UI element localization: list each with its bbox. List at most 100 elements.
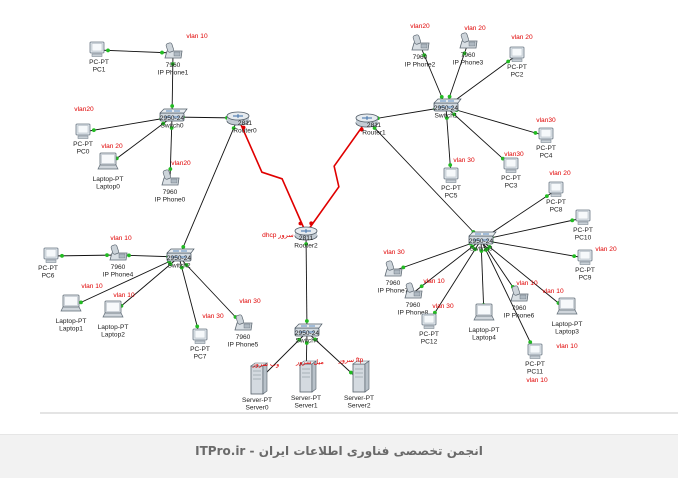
device-label: PC9 xyxy=(579,275,592,282)
pc-icon xyxy=(443,167,459,183)
laptop-icon xyxy=(473,303,495,321)
phone-icon xyxy=(234,314,253,331)
server-icon xyxy=(352,360,370,393)
port-indicator xyxy=(160,50,164,55)
device-label: PC-PT xyxy=(536,145,556,152)
device-label: 7960 xyxy=(236,334,251,341)
port-indicator xyxy=(105,253,109,258)
port-indicator xyxy=(462,51,467,56)
footer-bar: ITPro.ir - انجمن تخصصی فناوری اطلاعات ای… xyxy=(0,434,678,478)
port-indicator xyxy=(401,265,406,270)
device-label: Switch1 xyxy=(434,113,457,120)
port-indicator xyxy=(127,253,131,258)
pc-icon xyxy=(548,181,564,197)
annotation-vlan-pc12: vlan 30 xyxy=(432,303,454,310)
link-switch3-ipphone8 xyxy=(412,239,482,294)
device-label: IP Phone6 xyxy=(504,313,535,320)
device-label: Router1 xyxy=(362,130,386,137)
annotation-vlan-laptop1: vlan 10 xyxy=(81,283,103,290)
device-label: Laptop-PT xyxy=(98,324,129,331)
device-label: PC-PT xyxy=(190,346,210,353)
annotation-vlan-ipphone6: vlan 10 xyxy=(516,280,538,287)
annotation-vlan-pc9: vlan 20 xyxy=(595,246,617,253)
device-label: Router2 xyxy=(294,243,318,250)
switch-icon xyxy=(468,231,497,245)
annotation-vlan-pc11b: vlan 10 xyxy=(526,377,548,384)
link-switch3-pc11 xyxy=(480,239,536,353)
device-label: Server1 xyxy=(294,403,317,410)
device-label: IP Phone3 xyxy=(453,60,484,67)
link-switch1-pc4 xyxy=(445,106,547,137)
device-label: Laptop-PT xyxy=(56,318,87,325)
port-indicator xyxy=(313,337,317,342)
phone-icon xyxy=(459,32,478,49)
port-indicator xyxy=(304,319,309,323)
port-indicator xyxy=(372,126,377,130)
port-indicator xyxy=(309,221,314,226)
port-indicator xyxy=(349,370,353,375)
port-indicator xyxy=(473,247,478,252)
port-indicator xyxy=(170,62,175,66)
device-label: Switch4 xyxy=(295,338,318,345)
port-indicator xyxy=(161,121,166,126)
server-icon xyxy=(299,360,317,393)
device-label: IP Phone7 xyxy=(378,288,409,295)
device-label: Laptop2 xyxy=(101,332,125,339)
pc-icon xyxy=(538,127,554,143)
phone-icon xyxy=(164,42,183,59)
link-switch3-ipphone7 xyxy=(392,239,482,272)
port-indicator xyxy=(170,104,175,108)
device-label: 7960 xyxy=(512,305,527,312)
annotation-vlan-pc7: vlan 30 xyxy=(202,313,224,320)
device-label: Router0 xyxy=(233,128,257,135)
annotation-vlan-pc8: vlan 20 xyxy=(549,170,571,177)
pc-icon xyxy=(192,328,208,344)
device-label: PC-PT xyxy=(73,141,93,148)
device-label: PC12 xyxy=(421,339,438,346)
port-indicator xyxy=(544,194,549,199)
port-indicator xyxy=(419,284,424,289)
device-label: PC7 xyxy=(194,354,207,361)
device-label: Laptop1 xyxy=(59,326,83,333)
